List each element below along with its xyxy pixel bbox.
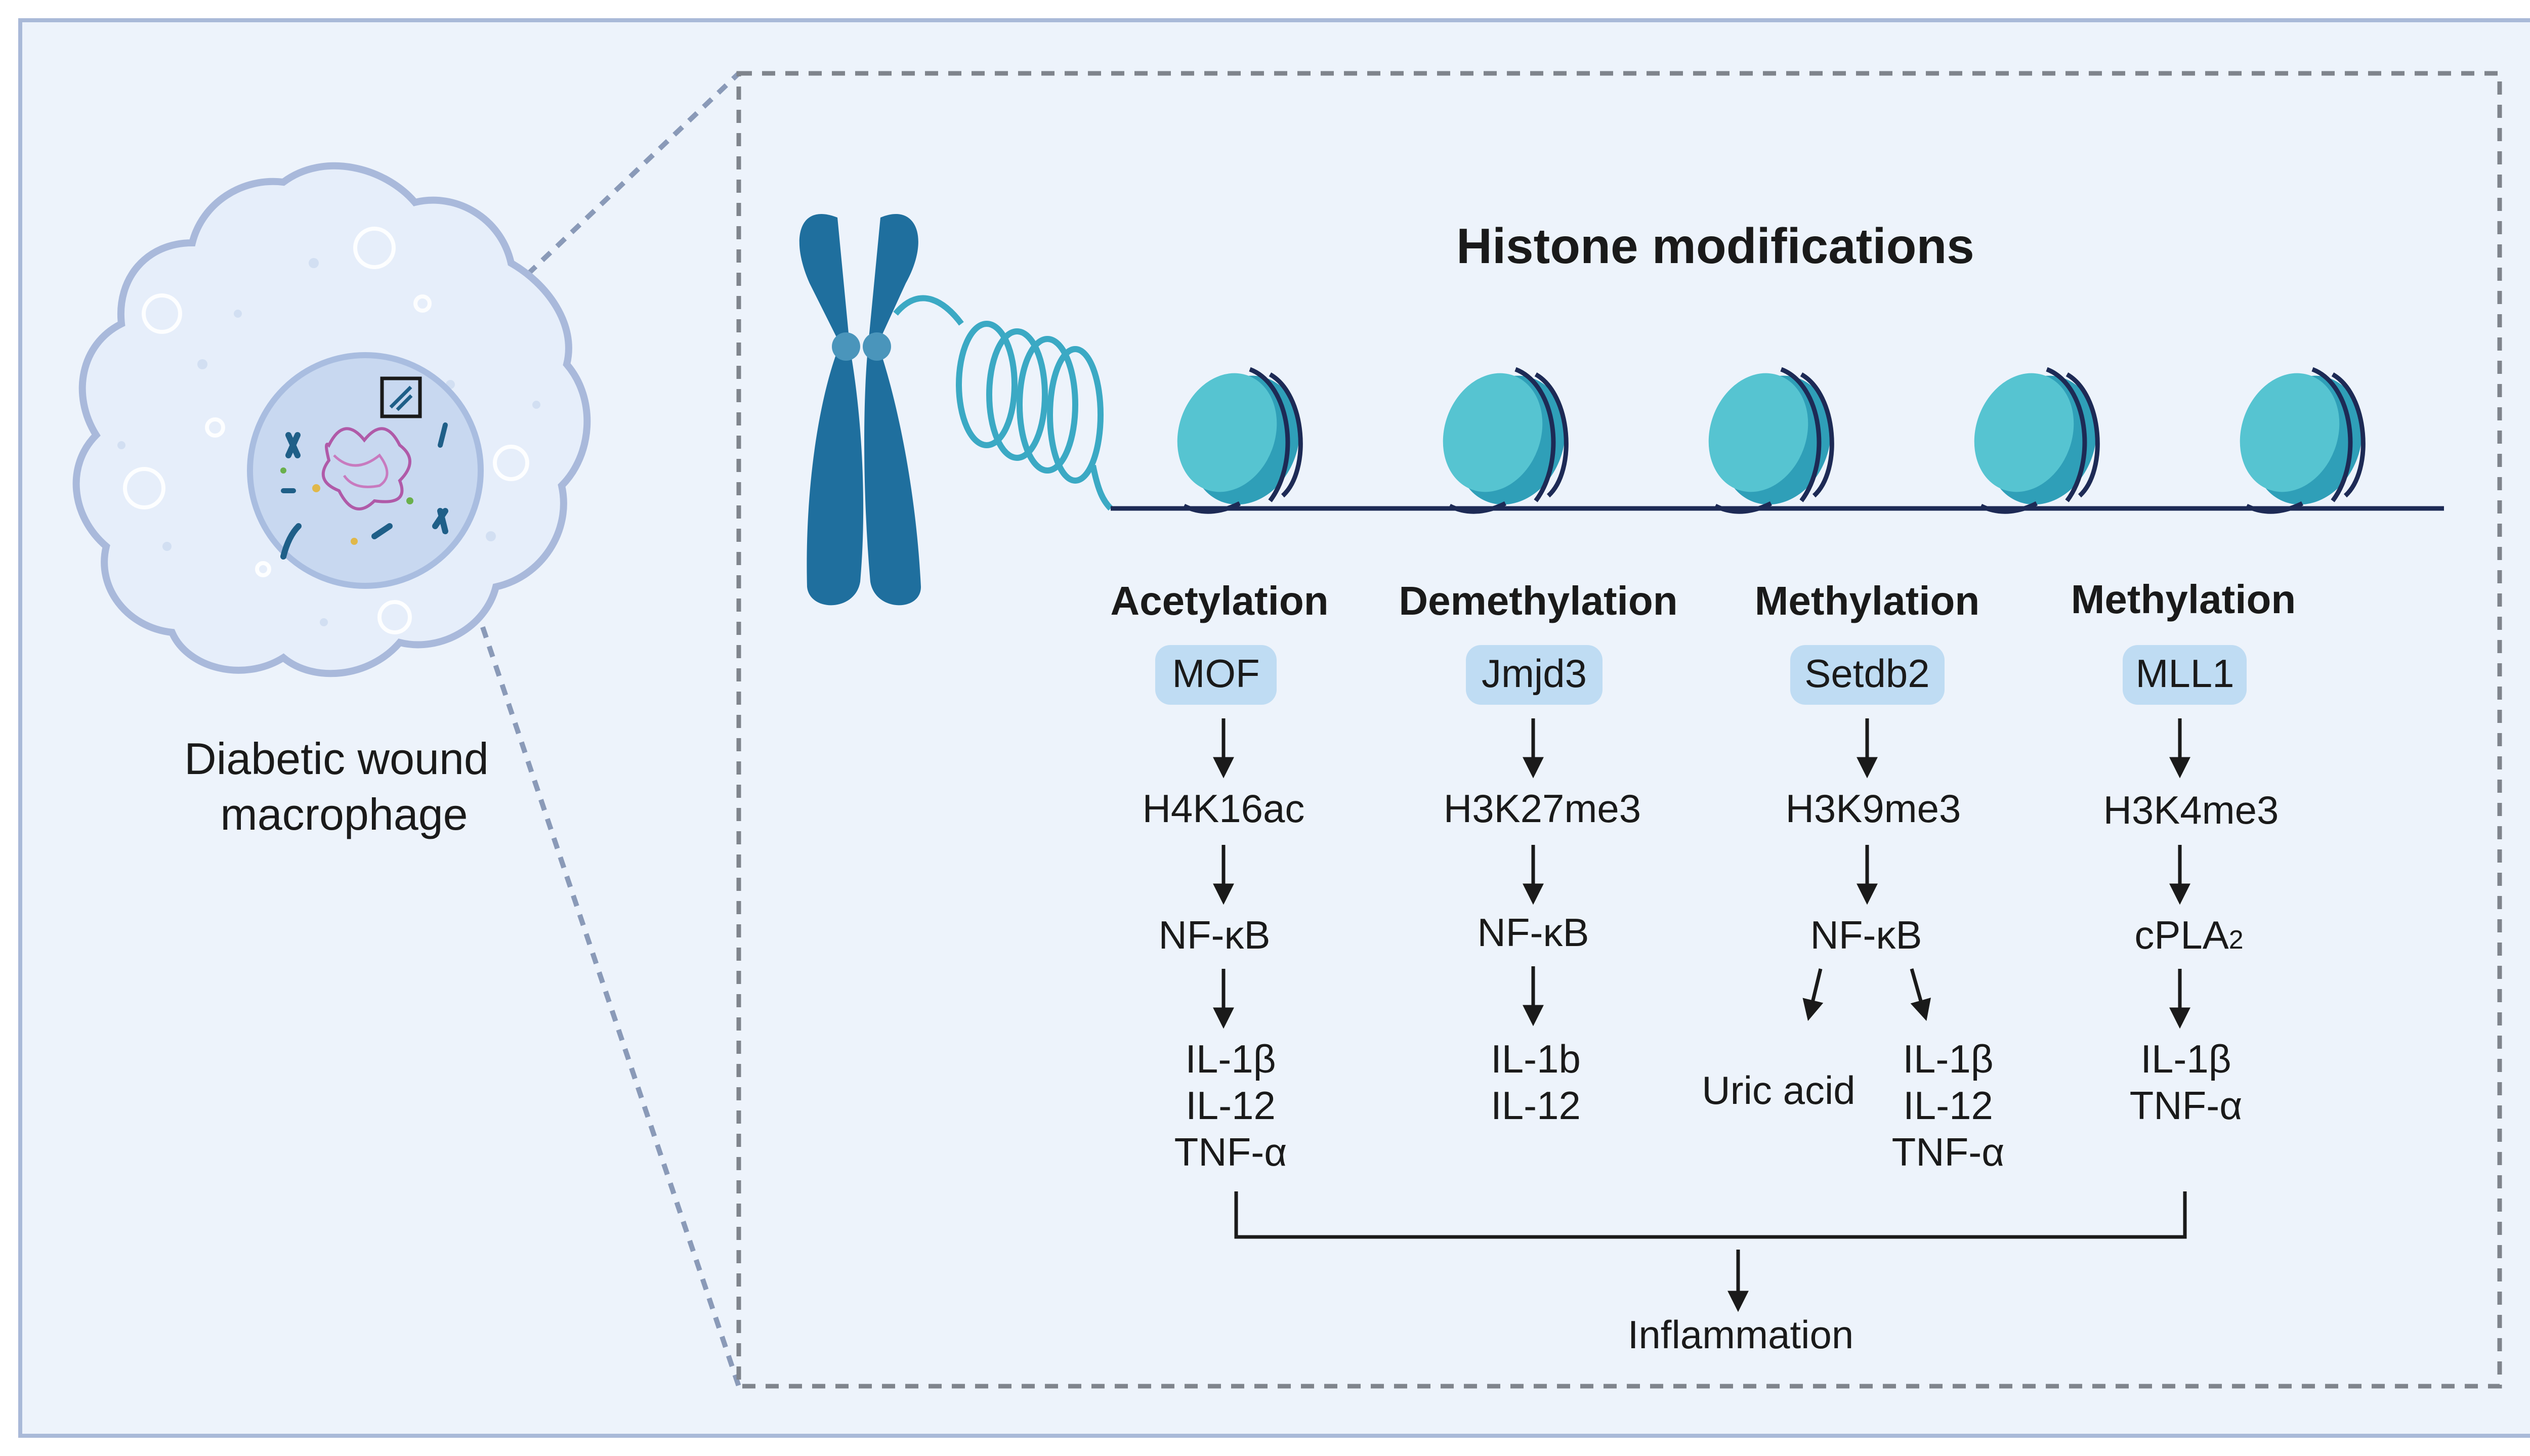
panel-title: Histone modifications	[1456, 218, 1974, 274]
histone-mark: H3K9me3	[1786, 786, 1961, 831]
arrow	[1910, 968, 1931, 1021]
chromosome-icon	[799, 213, 921, 606]
convergence-bracket	[1234, 1191, 2187, 1239]
histone-mark: H4K16ac	[1143, 786, 1305, 831]
nucleosome	[1177, 367, 1303, 514]
modification-label: Methylation	[2071, 577, 2296, 622]
dna-coil	[893, 295, 1113, 511]
pathway-demethylation: Demethylation Jmjd3 H3K27me3 NF-κB IL-1b…	[1399, 578, 1677, 1128]
output-cytokine: TNF-α	[1892, 1130, 2005, 1174]
cell-label-line2: macrophage	[220, 789, 468, 839]
cell-label-line1: Diabetic wound	[184, 734, 489, 784]
nucleosome	[1443, 367, 1569, 514]
enzyme-label: Setdb2	[1804, 651, 1929, 696]
output-cytokine: IL-1β	[1185, 1037, 1276, 1081]
nucleus	[247, 352, 484, 589]
output-cytokine: IL-12	[1491, 1083, 1581, 1128]
enzyme-box	[1466, 645, 1603, 705]
modification-label: Methylation	[1755, 578, 1979, 623]
side-output: Uric acid	[1702, 1068, 1855, 1112]
nucleosome	[1974, 367, 2100, 514]
output-cytokine: IL-12	[1903, 1083, 1993, 1128]
output-cytokine: IL-12	[1186, 1083, 1276, 1128]
nucleosomes	[1177, 367, 2366, 514]
mediator: NF-κB	[1159, 913, 1271, 957]
output-cytokine: IL-1b	[1491, 1037, 1581, 1081]
mediator: NF-κB	[1478, 910, 1589, 955]
mediator: cPLA2	[2134, 913, 2243, 957]
enzyme-label: MOF	[1172, 651, 1259, 696]
enzyme-box	[2123, 645, 2247, 705]
enzyme-box	[1155, 645, 1277, 705]
zoom-region-box	[380, 376, 422, 418]
output-cytokine: IL-1β	[2140, 1037, 2231, 1081]
nucleosome	[2240, 367, 2366, 514]
modification-label: Demethylation	[1399, 578, 1677, 623]
pathway-methylation-mll1: Methylation MLL1 H3K4me3 cPLA2 IL-1β TNF…	[2071, 577, 2296, 1128]
outcome-label: Inflammation	[1628, 1312, 1854, 1357]
histone-mark: H3K4me3	[2103, 788, 2279, 832]
zoom-guide-lines	[423, 71, 741, 1387]
vesicles	[123, 227, 529, 634]
output-cytokine: TNF-α	[1174, 1130, 1287, 1174]
modification-label: Acetylation	[1110, 578, 1328, 623]
arrow	[1802, 968, 1824, 1021]
mediator-subscript: 2	[2229, 925, 2244, 955]
macrophage-cell	[72, 162, 591, 677]
pathway-methylation-setdb2: Methylation Setdb2 H3K9me3 NF-κB Uric ac…	[1702, 578, 2004, 1174]
nucleosome	[1708, 367, 1834, 514]
pathway-acetylation: Acetylation MOF H4K16ac NF-κB IL-1β IL-1…	[1110, 578, 1328, 1174]
mediator: NF-κB	[1810, 913, 1922, 957]
output-cytokine: TNF-α	[2130, 1083, 2243, 1128]
enzyme-box	[1790, 645, 1945, 705]
enzyme-label: Jmjd3	[1482, 651, 1587, 696]
enzyme-label: MLL1	[2135, 651, 2234, 696]
output-cytokine: IL-1β	[1903, 1037, 1993, 1081]
histone-mark: H3K27me3	[1444, 786, 1641, 831]
mediator-main: cPLA	[2134, 913, 2228, 957]
